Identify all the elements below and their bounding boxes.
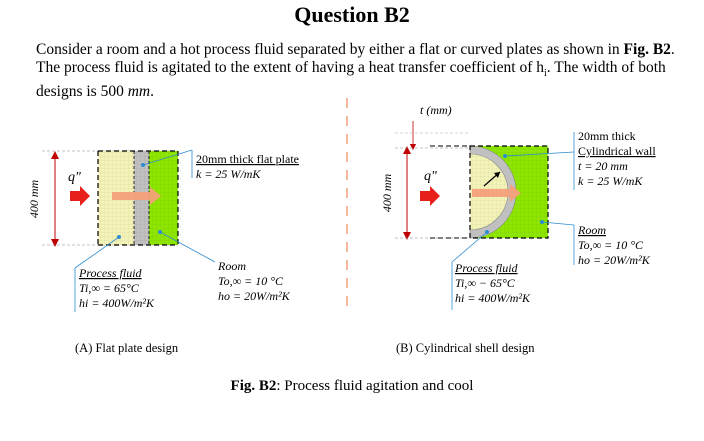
- intro-fig-ref: Fig. B2: [623, 41, 671, 58]
- flat-caption: (A) Flat plate design: [75, 341, 179, 355]
- flat-plate-title: 20mm thick flat plate: [196, 152, 299, 166]
- flat-room-h: ho = 20W/m²K: [218, 289, 291, 303]
- flat-plate-k: k = 25 W/mK: [196, 167, 261, 181]
- cylindrical-figure: t (mm) 400 mm q": [380, 103, 656, 355]
- cyl-q-label: q": [424, 169, 437, 184]
- flat-salmon-arrow: [112, 187, 161, 205]
- cyl-room-h: ho = 20W/m²K: [578, 253, 651, 267]
- intro-paragraph: Consider a room and a hot process fluid …: [36, 41, 676, 101]
- cyl-wall-title1: 20mm thick: [578, 129, 636, 143]
- cyl-fluid-h: hi = 400W/m²K: [455, 291, 531, 305]
- intro-unit-mm: mm: [127, 83, 151, 101]
- flat-fluid-T: Ti,∞ = 65°C: [79, 281, 140, 295]
- figure-caption-label: Fig. B2: [230, 378, 277, 394]
- cyl-caption: (B) Cylindrical shell design: [396, 341, 535, 355]
- cyl-wall-t: t = 20 mm: [578, 159, 628, 173]
- intro-part2: . The process fluid is agitated to the e…: [36, 41, 675, 76]
- cyl-room-T: To,∞ = 10 °C: [578, 238, 644, 252]
- cyl-room-title: Room: [577, 223, 606, 237]
- cyl-fluid-T: Ti,∞ − 65°C: [455, 276, 516, 290]
- flat-red-arrow: [70, 186, 90, 206]
- figure-caption: Fig. B2: Process fluid agitation and coo…: [0, 378, 704, 395]
- cyl-t-label: t (mm): [420, 103, 452, 117]
- flat-fluid-h: hi = 400W/m²K: [79, 296, 155, 310]
- cyl-fluid-title: Process fluid: [454, 261, 519, 275]
- cyl-height-label: 400 mm: [380, 174, 394, 213]
- question-title: Question B2: [294, 2, 410, 27]
- intro-part3: . The width of both designs is 500: [36, 59, 666, 101]
- cyl-red-arrow: [420, 186, 440, 206]
- intro-part4: .: [150, 83, 154, 101]
- flat-fluid-title: Process fluid: [78, 266, 143, 280]
- flat-room-title: Room: [217, 259, 246, 273]
- figure-caption-text: : Process fluid agitation and cool: [276, 378, 474, 394]
- cyl-wall-title2: Cylindrical wall: [578, 144, 656, 158]
- flat-room-T: To,∞ = 10 °C: [218, 274, 284, 288]
- flat-height-label: 400 mm: [27, 180, 41, 219]
- intro-sub-i: i: [544, 68, 547, 80]
- flat-q-label: q": [68, 170, 81, 185]
- flat-plate-figure: 400 mm q" 20mm thick flat plate k = 2: [27, 149, 299, 355]
- cyl-radius-arrow: [494, 172, 500, 178]
- cyl-salmon-arrow: [472, 184, 521, 202]
- intro-part1: Consider a room and a hot process fluid …: [36, 41, 624, 58]
- cyl-wall-k: k = 25 W/mK: [578, 174, 643, 188]
